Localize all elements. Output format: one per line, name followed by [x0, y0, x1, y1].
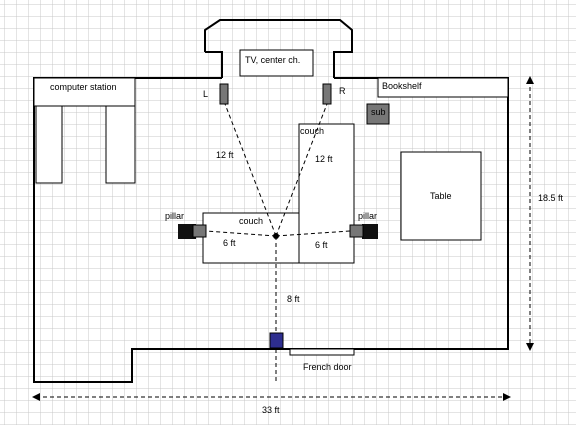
speaker-left-label: L	[203, 89, 209, 99]
room-depth-label: 18.5 ft	[538, 193, 564, 203]
table	[400, 151, 482, 241]
speaker-left	[219, 83, 229, 105]
side-speaker-left	[192, 224, 207, 238]
bookshelf-label: Bookshelf	[382, 81, 422, 91]
pillar-right-label: pillar	[358, 211, 378, 221]
tv-alcove-wall	[204, 19, 353, 78]
pillar-left	[178, 224, 196, 239]
left-speaker-distance: 12 ft	[216, 150, 234, 160]
left-pillar-distance: 6 ft	[223, 238, 236, 248]
computer-station-desk	[33, 77, 136, 107]
speaker-right-label: R	[339, 86, 346, 96]
right-pillar-distance: 6 ft	[315, 240, 328, 250]
tv-label: TV, center ch.	[245, 55, 301, 65]
line-to-right-pillar	[275, 230, 351, 237]
computer-station-wing-left	[35, 105, 63, 184]
width-arrow-left	[32, 393, 40, 401]
line-to-left-pillar	[205, 230, 277, 237]
sub-label: sub	[371, 107, 386, 117]
pillar-left-label: pillar	[165, 211, 185, 221]
computer-station-label: computer station	[50, 82, 117, 92]
couch-left	[202, 212, 301, 264]
rear-speaker	[269, 332, 284, 349]
line-to-right-speaker	[275, 103, 328, 237]
right-speaker-distance: 12 ft	[315, 154, 333, 164]
room-width-label: 33 ft	[262, 405, 280, 415]
listening-position	[273, 233, 279, 239]
table-label: Table	[430, 191, 452, 201]
subwoofer	[366, 103, 390, 125]
front-distance: 8 ft	[287, 294, 300, 304]
line-to-left-speaker	[224, 103, 277, 237]
room-walls	[33, 77, 509, 383]
couch-right	[298, 123, 355, 264]
bookshelf	[377, 77, 509, 98]
french-door	[289, 348, 355, 356]
computer-station-wing-right	[105, 105, 136, 184]
depth-arrow-bottom	[526, 343, 534, 351]
width-arrow-right	[503, 393, 511, 401]
pillar-right	[362, 224, 378, 239]
french-door-label: French door	[303, 362, 352, 372]
couch-left-label: couch	[239, 216, 264, 226]
side-speaker-right	[349, 224, 364, 238]
tv-alcove-wall-left	[205, 51, 223, 78]
depth-arrow-top	[526, 76, 534, 84]
couch-right-label: couch	[300, 126, 325, 136]
tv-unit	[239, 49, 314, 77]
speaker-right	[322, 83, 332, 105]
